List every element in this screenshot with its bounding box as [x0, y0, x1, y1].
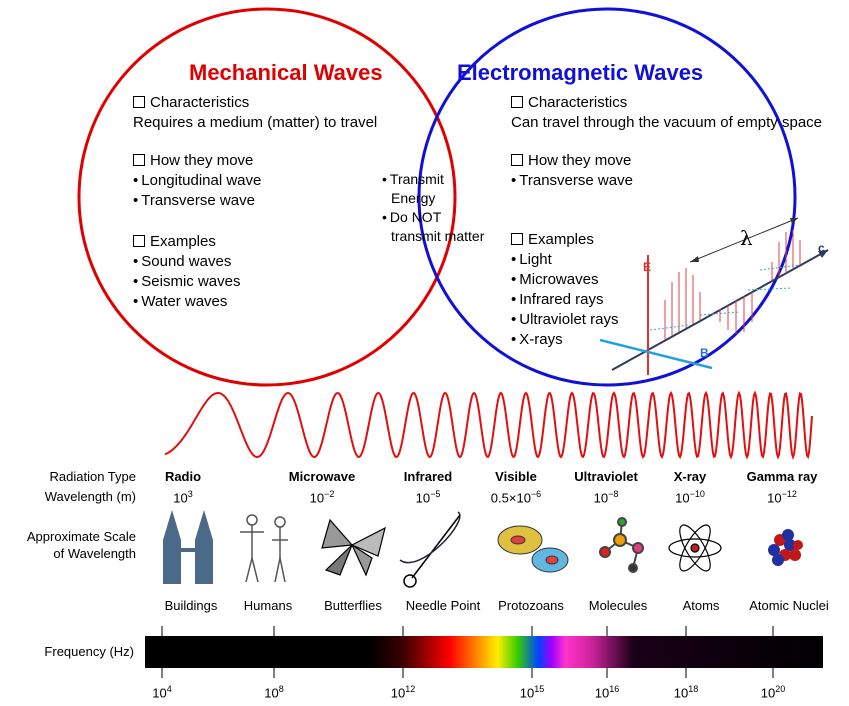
radiation-type-label: Radiation Type — [49, 469, 137, 484]
list-item: Light — [511, 250, 618, 270]
b-field-label: B — [700, 346, 709, 360]
radiation-type-xray: X-ray — [673, 469, 707, 484]
electromagnetic-examples: Examples Light Microwaves Infrared rays … — [511, 230, 618, 350]
overlap-text: Transmit Energy Do NOT transmit matter — [382, 170, 484, 246]
wavelength-gamma: 10−12 — [767, 489, 797, 506]
list-item-continuation: transmit matter — [391, 228, 485, 244]
scale-label-line1: Approximate Scale — [26, 529, 136, 544]
radiation-type-microwave: Microwave — [288, 469, 356, 484]
mechanical-move-heading: How they move — [150, 152, 254, 169]
electromagnetic-characteristics-text: Can travel through the vacuum of empty s… — [511, 114, 823, 131]
frequency-tick-label: 108 — [264, 684, 284, 701]
list-item: Seismic waves — [133, 272, 240, 292]
list-item: Sound waves — [133, 252, 240, 272]
list-item: Longitudinal wave — [133, 171, 261, 191]
molecule-icon — [599, 517, 644, 573]
mechanical-examples-heading: Examples — [150, 233, 216, 250]
checkbox-icon — [511, 154, 523, 166]
list-item: Ultraviolet rays — [511, 310, 618, 330]
wavelength-infrared: 10−5 — [415, 489, 441, 506]
checkbox-icon — [133, 154, 145, 166]
object-label: Needle Point — [405, 598, 481, 613]
frequency-tick-label: 1015 — [519, 684, 545, 701]
radiation-type-visible: Visible — [495, 469, 537, 484]
wavelength-label: Wavelength (m) — [44, 489, 136, 504]
radiation-type-ultraviolet: Ultraviolet — [574, 469, 638, 484]
frequency-tick-label: 1020 — [760, 684, 786, 701]
mechanical-title: Mechanical Waves — [189, 60, 383, 85]
list-item: Transverse wave — [511, 171, 633, 191]
wavelength-visible: 0.5×10−6 — [490, 489, 542, 506]
mechanical-characteristics-heading: Characteristics — [150, 94, 250, 111]
em-wave-figure — [599, 217, 829, 375]
wavelength-microwave: 10−2 — [309, 489, 335, 506]
list-item: Do NOT — [382, 208, 484, 227]
electromagnetic-move: How they move Transverse wave — [511, 151, 633, 191]
list-item: Microwaves — [511, 270, 618, 290]
checkbox-icon — [133, 96, 145, 108]
object-label: Atomic Nuclei — [749, 598, 829, 613]
lambda-label: λ — [740, 226, 753, 250]
checkbox-icon — [133, 235, 145, 247]
electromagnetic-circle — [417, 7, 797, 387]
object-label: Buildings — [164, 598, 218, 613]
list-item: Infrared rays — [511, 290, 618, 310]
protozoan-icon — [497, 525, 569, 573]
frequency-tick-label: 1016 — [594, 684, 620, 701]
object-label: Protozoans — [498, 598, 564, 613]
list-item: Transmit — [382, 170, 484, 189]
e-field-label: E — [643, 260, 652, 274]
list-item: X-rays — [511, 330, 618, 350]
butterfly-icon — [321, 518, 386, 577]
humans-icon — [240, 514, 288, 583]
object-label: Molecules — [588, 598, 648, 613]
list-item: Transverse wave — [133, 191, 261, 211]
mechanical-characteristics-text: Requires a medium (matter) to travel — [133, 114, 378, 131]
checkbox-icon — [511, 233, 523, 245]
mechanical-circle — [77, 7, 457, 387]
frequency-tick-label: 1018 — [673, 684, 699, 701]
scale-label-line2: of Wavelength — [53, 546, 136, 561]
mechanical-examples: Examples Sound waves Seismic waves Water… — [133, 232, 240, 312]
mechanical-characteristics: Characteristics Requires a medium (matte… — [133, 93, 377, 133]
buildings-icon — [163, 510, 213, 584]
object-label: Butterflies — [324, 598, 382, 613]
radiation-type-radio: Radio — [164, 469, 202, 484]
frequency-tick-label: 104 — [152, 684, 172, 701]
frequency-tick-label: 1012 — [390, 684, 416, 701]
wavelength-xray: 10−10 — [675, 489, 705, 506]
needle-icon — [399, 511, 461, 588]
list-item-continuation: Energy — [391, 190, 436, 206]
wavelength-radio: 103 — [173, 489, 193, 506]
wavelength-wave — [164, 390, 813, 461]
c-label: c — [818, 241, 825, 255]
electromagnetic-examples-heading: Examples — [528, 231, 594, 248]
object-label: Atoms — [682, 598, 720, 613]
wavelength-ultraviolet: 10−8 — [593, 489, 619, 506]
mechanical-move: How they move Longitudinal wave Transver… — [133, 151, 261, 211]
checkbox-icon — [511, 96, 523, 108]
radiation-type-gamma: Gamma ray — [746, 469, 818, 484]
nucleus-icon — [768, 529, 803, 566]
electromagnetic-move-heading: How they move — [528, 152, 632, 169]
list-item: Water waves — [133, 292, 240, 312]
object-label: Humans — [243, 598, 293, 613]
frequency-spectrum-bar — [145, 636, 823, 668]
electromagnetic-characteristics-heading: Characteristics — [528, 94, 628, 111]
radiation-type-infrared: Infrared — [403, 469, 453, 484]
atom-icon — [668, 524, 722, 572]
frequency-label: Frequency (Hz) — [44, 644, 134, 659]
electromagnetic-characteristics: Characteristics Can travel through the v… — [511, 93, 822, 133]
electromagnetic-title: Electromagnetic Waves — [457, 60, 704, 85]
